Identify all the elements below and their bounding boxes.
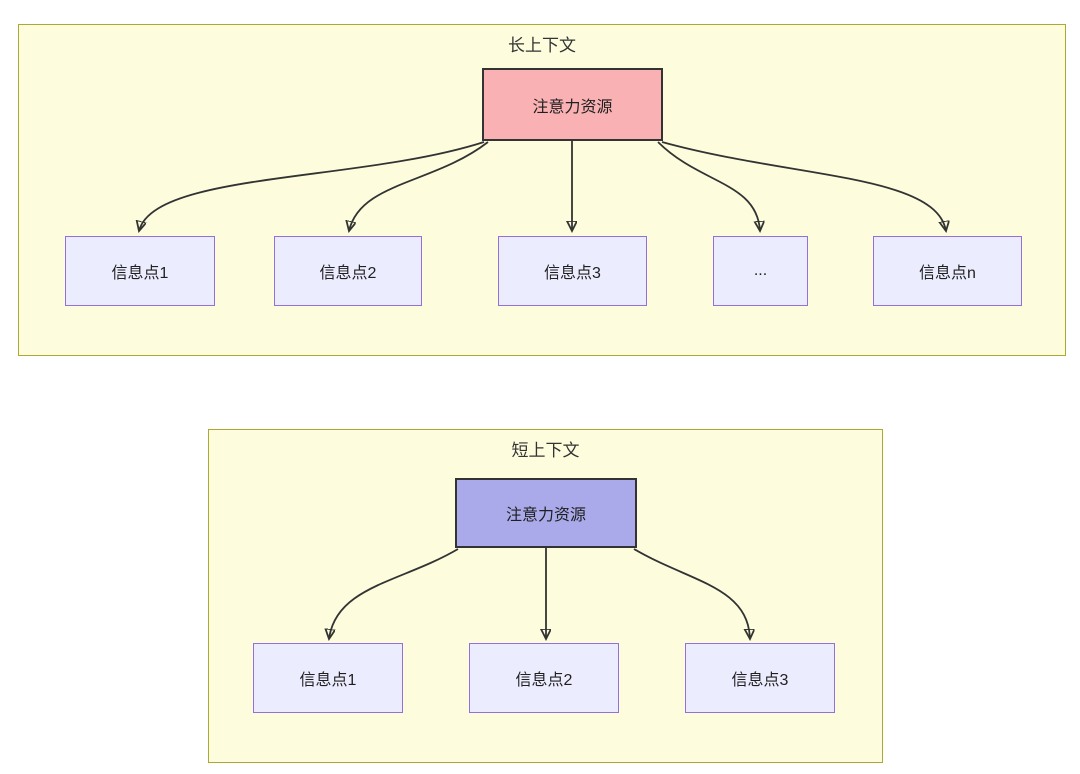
info-node-short-3: 信息点3 xyxy=(685,643,835,713)
info-node-long-ellipsis: ... xyxy=(713,236,808,306)
info-node-label: 信息点3 xyxy=(544,265,601,282)
arrow-short-to-info3 xyxy=(633,548,750,639)
info-node-long-2: 信息点2 xyxy=(274,236,422,306)
info-node-label: 信息点3 xyxy=(731,672,789,689)
info-node-label: 信息点2 xyxy=(319,265,377,282)
info-node-label: 信息点n xyxy=(919,265,976,282)
info-node-short-1: 信息点1 xyxy=(253,643,403,713)
info-node-long-3: 信息点3 xyxy=(498,236,647,306)
arrow-long-to-info2 xyxy=(349,141,489,231)
info-node-label: ... xyxy=(753,262,768,279)
info-node-long-1: 信息点1 xyxy=(65,236,215,306)
info-node-label: 信息点2 xyxy=(515,672,573,689)
arrow-long-to-ellipsis xyxy=(657,141,760,231)
arrow-long-to-infon xyxy=(661,141,946,231)
attention-resource-label: 注意力资源 xyxy=(505,507,586,524)
arrow-short-to-info1 xyxy=(329,548,459,639)
arrow-long-to-info1 xyxy=(139,141,485,231)
info-node-short-2: 信息点2 xyxy=(469,643,619,713)
attention-resource-node-short: 注意力资源 xyxy=(455,478,637,548)
info-node-label: 信息点1 xyxy=(299,672,357,689)
long-context-title: 长上下文 xyxy=(508,36,576,55)
attention-resource-label: 注意力资源 xyxy=(532,98,613,116)
info-node-label: 信息点1 xyxy=(111,265,169,282)
attention-resource-node-long: 注意力资源 xyxy=(482,68,663,141)
info-node-long-n: 信息点n xyxy=(873,236,1022,306)
short-context-title: 短上下文 xyxy=(511,441,580,460)
